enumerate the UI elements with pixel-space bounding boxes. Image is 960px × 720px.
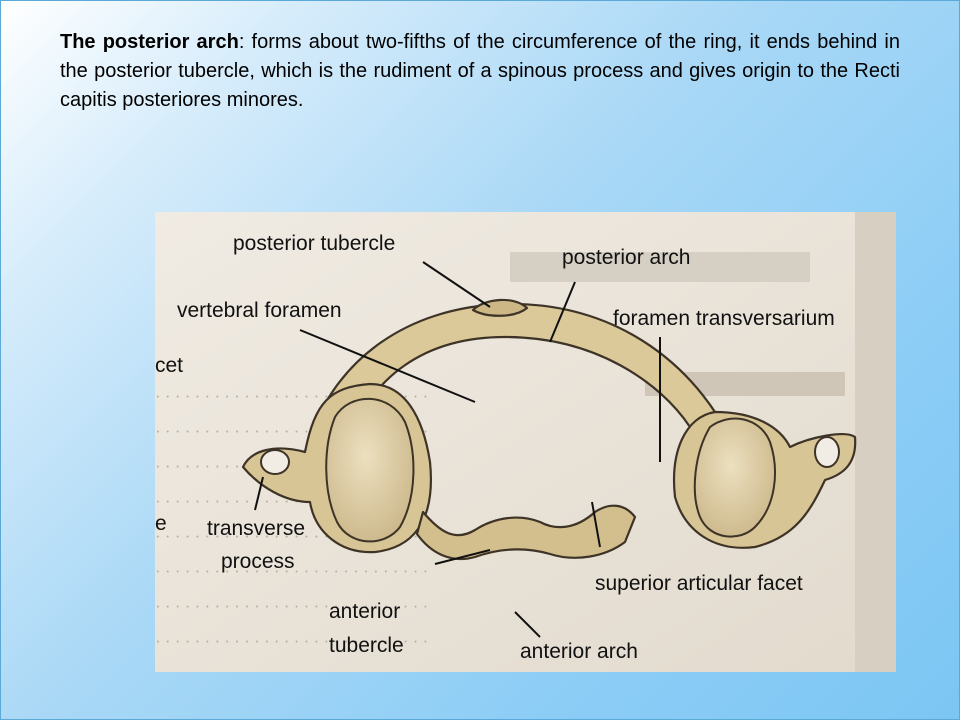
superior-articular-facets [325, 397, 776, 543]
foramina-transversaria [260, 436, 840, 475]
label-foramen-transversarium: foramen transversarium [613, 307, 835, 330]
left-foramen-transversarium [260, 449, 290, 475]
atlas-illustration: · · · · · · · · · · · · · · · · · · · · … [155, 212, 896, 672]
anterior-arch-shape [415, 504, 637, 561]
slide-caption: The posterior arch: forms about two-fift… [60, 28, 900, 115]
right-foramen-transversarium [814, 436, 840, 468]
right-articular-facet [693, 417, 776, 538]
label-transverse-line1: transverse [207, 517, 305, 540]
atlas-figure: · · · · · · · · · · · · · · · · · · · · … [155, 212, 896, 672]
label-facet-fragment: cet [155, 354, 183, 377]
svg-text:· · · · · · · · · · · · · · ·: · · · · · · · · · · · · · · · · · · · · … [155, 562, 428, 581]
label-vertebral-foramen: vertebral foramen [177, 299, 342, 322]
caption-text: : forms about two-fifths of the circumfe… [60, 31, 900, 111]
label-posterior-tubercle: posterior tubercle [233, 232, 395, 255]
svg-text:· · · · · · · · · · · · · · ·: · · · · · · · · · · · · · · · · · · · · … [155, 632, 428, 651]
label-e-fragment: e [155, 512, 167, 535]
left-articular-facet [325, 397, 415, 543]
label-anterior-tubercle-line2: tubercle [329, 634, 404, 657]
svg-text:· · · · · · · · · · · · · · ·: · · · · · · · · · · · · · · · · · · · · … [155, 597, 428, 616]
label-anterior-tubercle-line1: anterior [329, 600, 400, 623]
caption-term: The posterior arch [60, 31, 239, 53]
label-superior-articular-facet: superior articular facet [595, 572, 803, 595]
label-transverse-line2: process [221, 550, 295, 573]
leader-lines [254, 261, 661, 638]
label-posterior-arch: posterior arch [562, 246, 690, 269]
figure-labels: posterior tubercle posterior arch verteb… [155, 232, 835, 663]
label-anterior-arch: anterior arch [520, 640, 638, 663]
page-gutter-shadow [855, 212, 896, 672]
